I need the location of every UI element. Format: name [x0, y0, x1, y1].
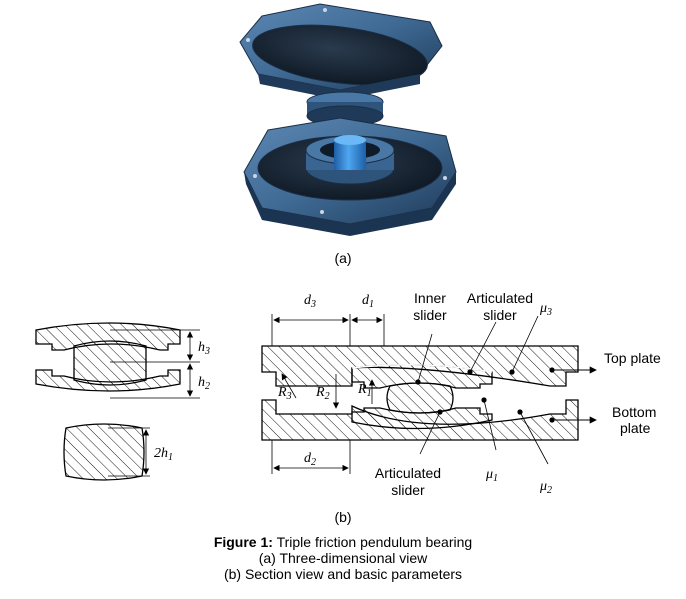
caption-title: Figure 1: Triple friction pendulum beari… [0, 534, 686, 550]
figure-caption: Figure 1: Triple friction pendulum beari… [0, 534, 686, 582]
inner-slider-assembled [386, 382, 454, 414]
articulated-slider-top-line1: Articulated [467, 290, 533, 306]
d2-label: d2 [304, 451, 316, 468]
mu3-label: μ3 [539, 301, 552, 318]
top-plate-3d [239, 3, 443, 100]
mu2-label: μ2 [539, 479, 552, 496]
r1-label: R1 [357, 382, 372, 399]
d1-label: d1 [362, 293, 374, 310]
caption-title-text: Triple friction pendulum bearing [272, 534, 473, 550]
inner-slider-label-line2: slider [413, 307, 447, 323]
bottom-plate-label-line2: plate [620, 420, 651, 436]
bearing-3d-view [239, 3, 457, 236]
left-section-exploded [35, 322, 200, 481]
two-h1-label: 2h1 [154, 446, 173, 463]
caption-line-a: (a) Three-dimensional view [258, 550, 428, 566]
d3-label: d3 [304, 293, 316, 310]
caption-figure-label: Figure 1: [213, 534, 273, 550]
articulated-slider-bottom-line2: slider [391, 482, 425, 498]
inner-slider-section [63, 423, 145, 481]
bottom-plate-3d [243, 8, 457, 236]
h2-label: h2 [198, 375, 210, 392]
caption-line-b: (b) Section view and basic parameters [223, 566, 463, 582]
right-section-assembled [261, 314, 597, 474]
r3-label: R3 [277, 385, 292, 402]
top-plate-label: Top plate [604, 350, 661, 366]
r2-label: R2 [315, 385, 330, 402]
h3-label: h3 [198, 340, 210, 357]
panel-a-label: (a) [334, 250, 351, 266]
mu1-label: μ1 [485, 467, 498, 484]
inner-slider-label-line1: Inner [414, 290, 446, 306]
articulated-slider-bottom-line1: Articulated [375, 465, 441, 481]
articulated-slider-top-line2: slider [483, 307, 517, 323]
bottom-plate-label-line1: Bottom [612, 404, 656, 420]
panel-b-label: (b) [334, 509, 351, 525]
articulated-core [73, 340, 147, 386]
